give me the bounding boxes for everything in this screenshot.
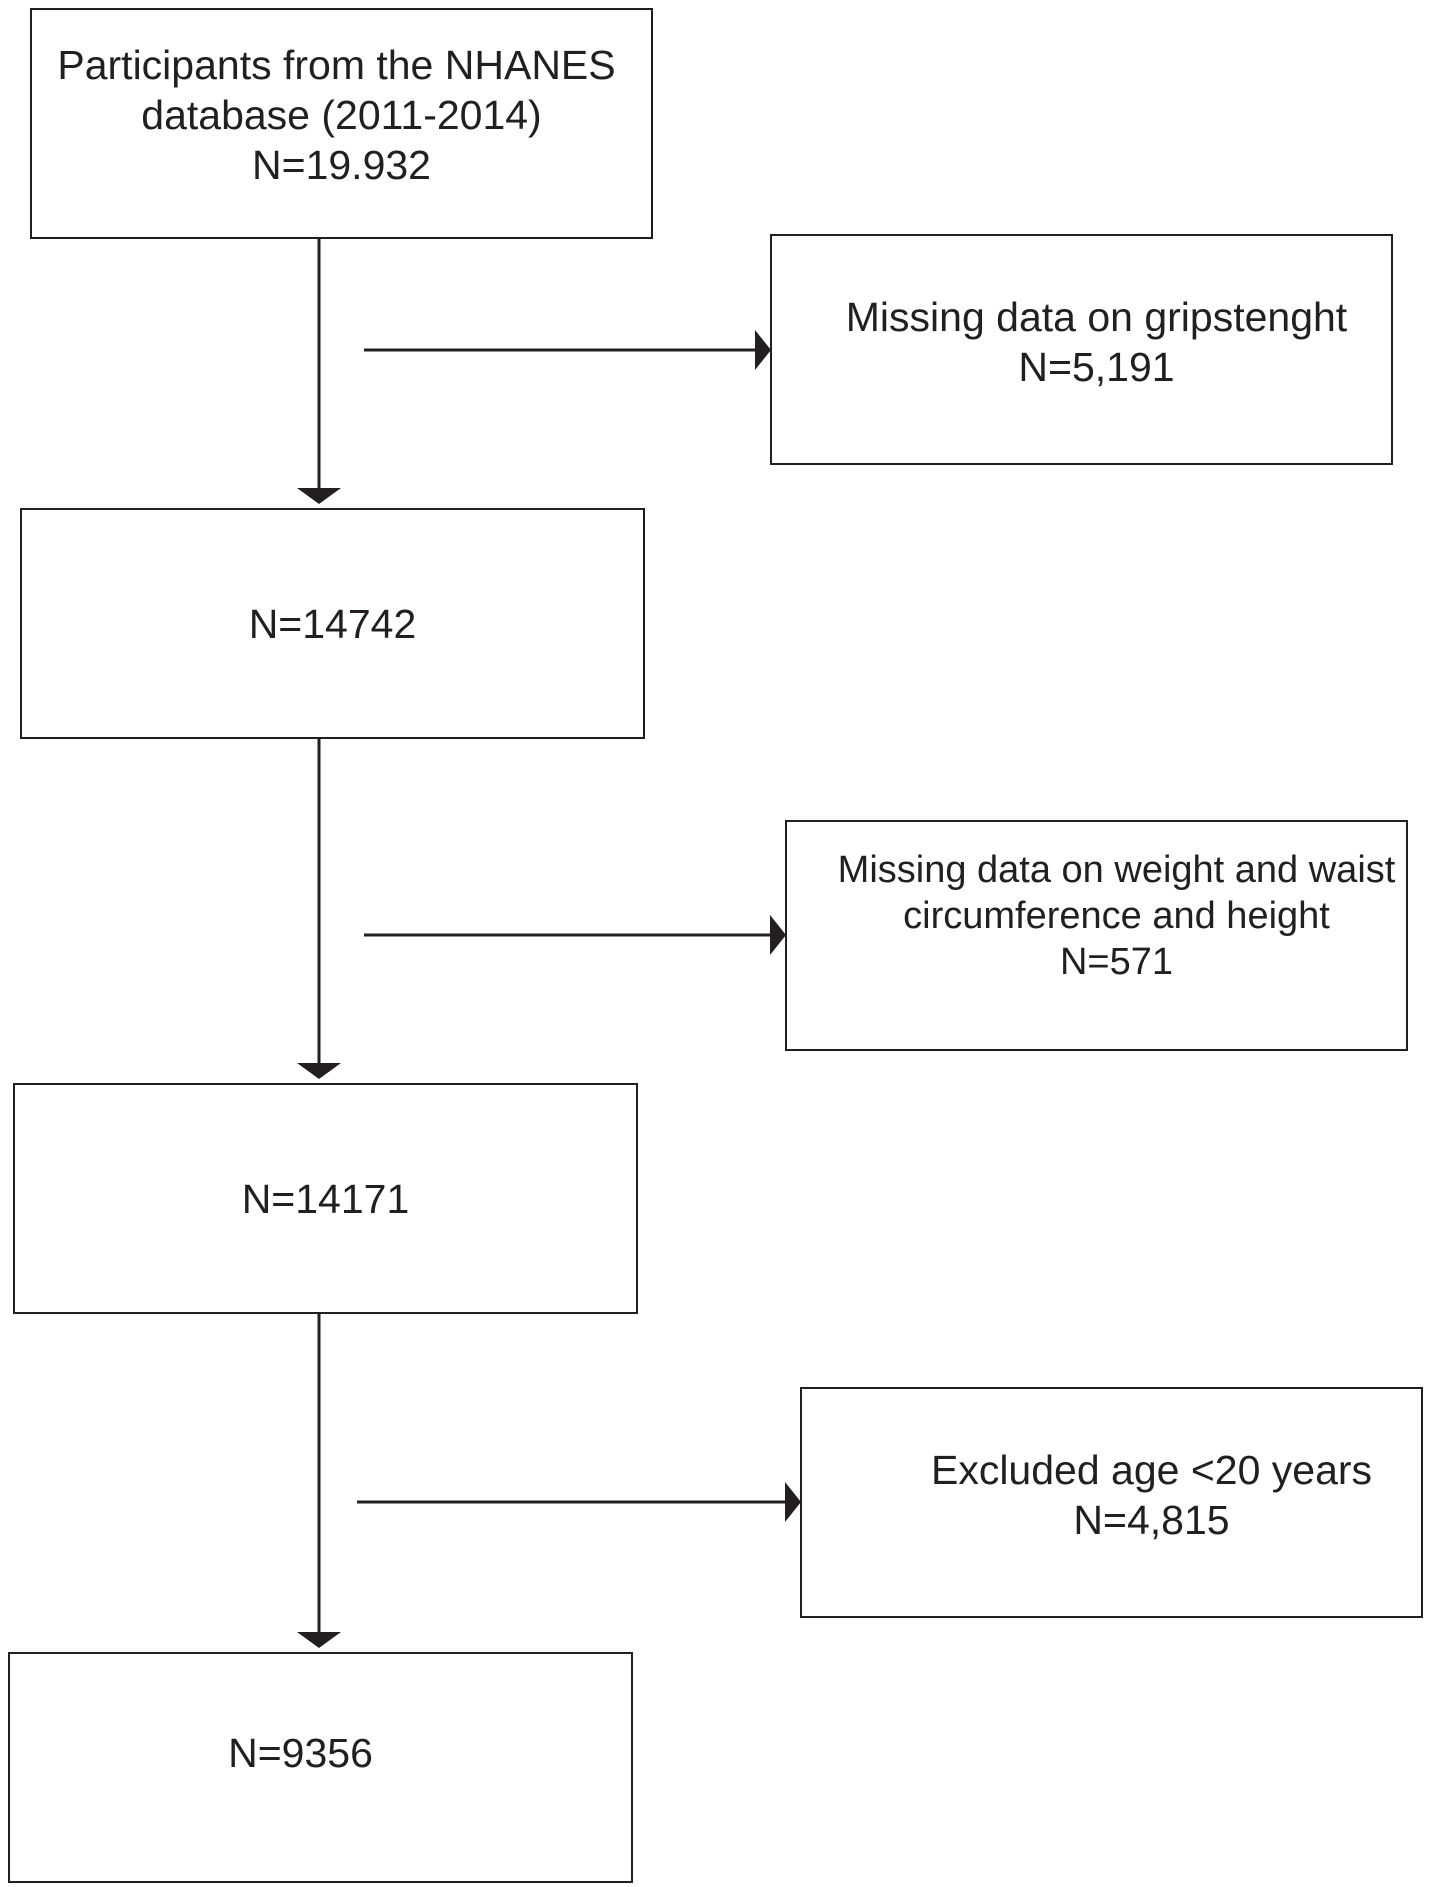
- start-box-line-1: Participants from the NHANES: [57, 42, 616, 88]
- exclusion-3-label: Excluded age <20 years: [930, 1446, 1373, 1493]
- start-box: Participants from the NHANES database (2…: [30, 8, 653, 239]
- start-box-line-2: database (2011-2014): [141, 92, 542, 138]
- arrowhead-right-exclusion-3: [785, 1482, 801, 1522]
- final-count: N=9356: [228, 1729, 373, 1776]
- exclusion-box-gripstrength: Missing data on gripstenght N=5,191: [770, 234, 1393, 465]
- exclusion-2-count: N=571: [1059, 940, 1174, 983]
- exclusion-box-age: Excluded age <20 years N=4,815: [800, 1387, 1423, 1618]
- step-3-box: N=14171: [13, 1083, 638, 1314]
- exclusion-2-label-line-1: Missing data on weight and waist: [837, 848, 1396, 891]
- step-2-count: N=14742: [248, 600, 417, 647]
- step-3-count: N=14171: [241, 1175, 410, 1222]
- arrowhead-right-exclusion-1: [755, 330, 771, 370]
- start-box-count: N=19.932: [252, 142, 431, 188]
- exclusion-box-anthropometry: Missing data on weight and waist circumf…: [785, 820, 1408, 1051]
- exclusion-1-label: Missing data on gripstenght: [845, 293, 1348, 340]
- exclusion-2-label-line-2: circumference and height: [903, 894, 1330, 937]
- arrowhead-down-n3: [297, 1063, 341, 1079]
- final-box: N=9356: [8, 1652, 633, 1883]
- step-2-box: N=14742: [20, 508, 645, 739]
- arrowhead-down-n2: [297, 488, 341, 504]
- exclusion-1-count: N=5,191: [1018, 343, 1175, 390]
- arrowhead-right-exclusion-2: [770, 915, 786, 955]
- arrowhead-down-final: [297, 1632, 341, 1648]
- exclusion-3-count: N=4,815: [1073, 1496, 1230, 1543]
